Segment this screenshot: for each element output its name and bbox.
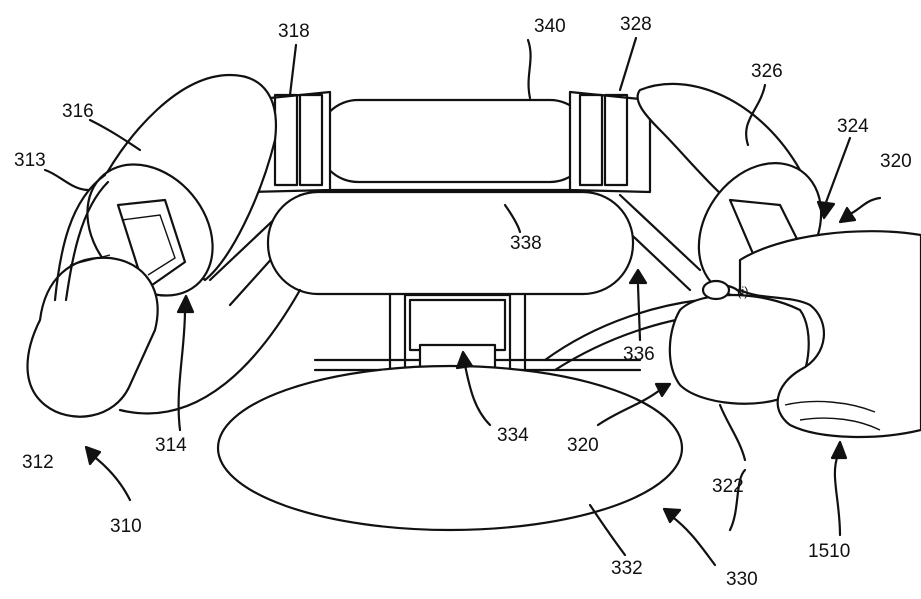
- label-334: 334: [497, 425, 529, 446]
- label-340: 340: [534, 16, 566, 37]
- bottom-pad-332: [216, 364, 684, 532]
- leader-lines: [43, 36, 882, 567]
- hand-1510: [701, 230, 921, 439]
- label-313: 313: [14, 150, 46, 171]
- label-310: 310: [110, 516, 142, 537]
- label-336: 336: [623, 344, 655, 365]
- left-cylinder-316: [86, 73, 277, 297]
- label-312: 312: [22, 452, 54, 473]
- label-320-center: 320: [567, 435, 599, 456]
- label-322: 322: [712, 476, 744, 497]
- middle-pad-338: [266, 190, 635, 296]
- label-1510: 1510: [808, 541, 850, 562]
- right-hinge-328: [568, 90, 652, 194]
- label-338: 338: [510, 233, 542, 254]
- label-330: 330: [726, 569, 758, 590]
- label-324: 324: [837, 116, 869, 137]
- label-328: 328: [620, 14, 652, 35]
- finger-mark: (i): [737, 284, 749, 299]
- label-314: 314: [155, 435, 187, 456]
- cable-313: [53, 173, 110, 302]
- cable-lower: [118, 288, 302, 415]
- top-pad-340: [316, 98, 592, 184]
- center-block-334: [408, 298, 507, 375]
- label-316: 316: [62, 101, 94, 122]
- label-320-right: 320: [880, 151, 912, 172]
- left-capsule-312: [26, 254, 159, 418]
- label-318: 318: [278, 21, 310, 42]
- label-326: 326: [751, 61, 783, 82]
- label-332: 332: [611, 558, 643, 579]
